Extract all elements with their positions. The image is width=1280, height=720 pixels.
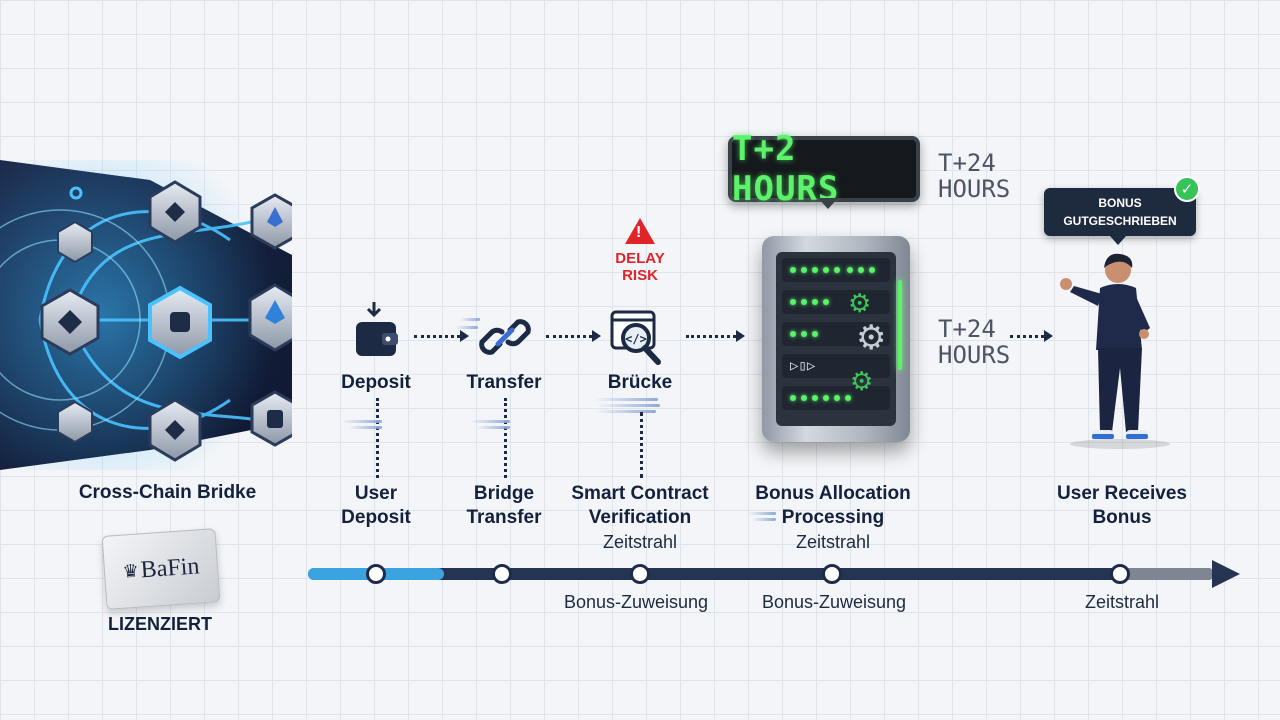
gear-icon: ⚙ [850,366,874,396]
server-rack-unit [782,386,890,410]
server-caption: Bonus Allocation Processing Zeitstrahl [755,483,911,552]
check-icon: ✓ [1174,176,1200,202]
svg-text:</>: </> [625,332,647,346]
delay-risk-indicator: ! DELAY RISK [604,218,676,292]
flow-arrow [1010,330,1053,342]
cross-chain-panel [0,160,302,470]
step-caption: User Deposit [341,483,411,528]
cross-chain-illustration [0,160,302,470]
timeline-node [1110,564,1130,584]
status-light-strip [898,280,902,370]
motion-streak [456,326,478,329]
server-rack-unit [782,258,890,282]
server-rack-unit: ▷▯▷ [782,354,890,378]
motion-streak [752,518,776,521]
step-bruecke: </> Brücke [594,300,680,530]
step-label: Brücke [607,372,673,393]
step-label: Deposit [341,372,411,393]
gear-icon: ⚙ [848,288,872,318]
motion-streak [596,410,656,413]
flow-arrow [546,330,601,342]
server-rack-unit [782,322,890,346]
warning-icon: ! [625,218,655,244]
motion-streak [748,512,776,515]
timeline-node [366,564,386,584]
motion-streak [598,404,660,407]
delay-label: T+24 HOURS [938,315,1011,369]
person-figure [1046,250,1186,450]
motion-streak [342,420,382,423]
receiver-caption: User Receives Bonus [1057,483,1187,528]
timeline-node [822,564,842,584]
motion-streak [348,426,382,429]
lcd-timer-display: T+2 HOURS [728,129,920,209]
eagle-icon: ♛ [121,560,140,582]
bafin-logo-text: BaFin [139,552,201,583]
flow-arrow [414,330,469,342]
step-transfer: Transfer [456,300,544,530]
step-connector [640,412,643,478]
motion-streak [594,398,658,401]
step-connector [376,398,379,478]
code-magnifier-icon: </> [608,306,672,370]
motion-streak [476,426,510,429]
gear-icon: ⚙ [856,319,887,357]
server-icon: ▷▯▷ ⚙ ⚙ ⚙ [762,236,910,442]
timeline-label: Zeitstrahl [1084,592,1160,612]
delay-risk-line2: RISK [622,267,658,284]
flow-arrow [686,330,745,342]
timeline-label: Bonus-Zuweisung [563,592,709,612]
timeline [308,560,1242,590]
step-label: Transfer [466,372,542,393]
step-deposit: Deposit [336,300,416,530]
bafin-badge: ♛ BaFin [101,528,221,610]
timeline-tail [1120,568,1214,580]
bonus-credited-tag: BONUS GUTGESCHRIEBEN [1044,188,1196,236]
chain-hex-nodes [40,180,302,462]
delay-risk-line1: DELAY [615,250,665,267]
motion-streak [470,420,510,423]
step-caption: Bridge Transfer [466,483,542,528]
step-caption: Smart Contract Verification Zeitstrahl [571,483,709,552]
chain-link-icon [478,310,532,364]
bonus-tag-pointer [1110,236,1126,245]
timeline-node [492,564,512,584]
timeline-label: Bonus-Zuweisung [761,592,907,612]
timeline-node [630,564,650,584]
wallet-icon [352,300,402,362]
lcd-pointer [818,198,838,209]
timeline-arrowhead [1212,560,1240,588]
bafin-status: LIZENZIERT [108,614,212,634]
server-rack-unit [782,290,890,314]
timeline-track [308,568,1214,580]
cross-chain-caption: Cross-Chain Bridke [78,482,257,503]
motion-streak [460,318,480,321]
step-connector [504,398,507,478]
lcd-side-label: T+24 HOURS [938,149,1011,203]
